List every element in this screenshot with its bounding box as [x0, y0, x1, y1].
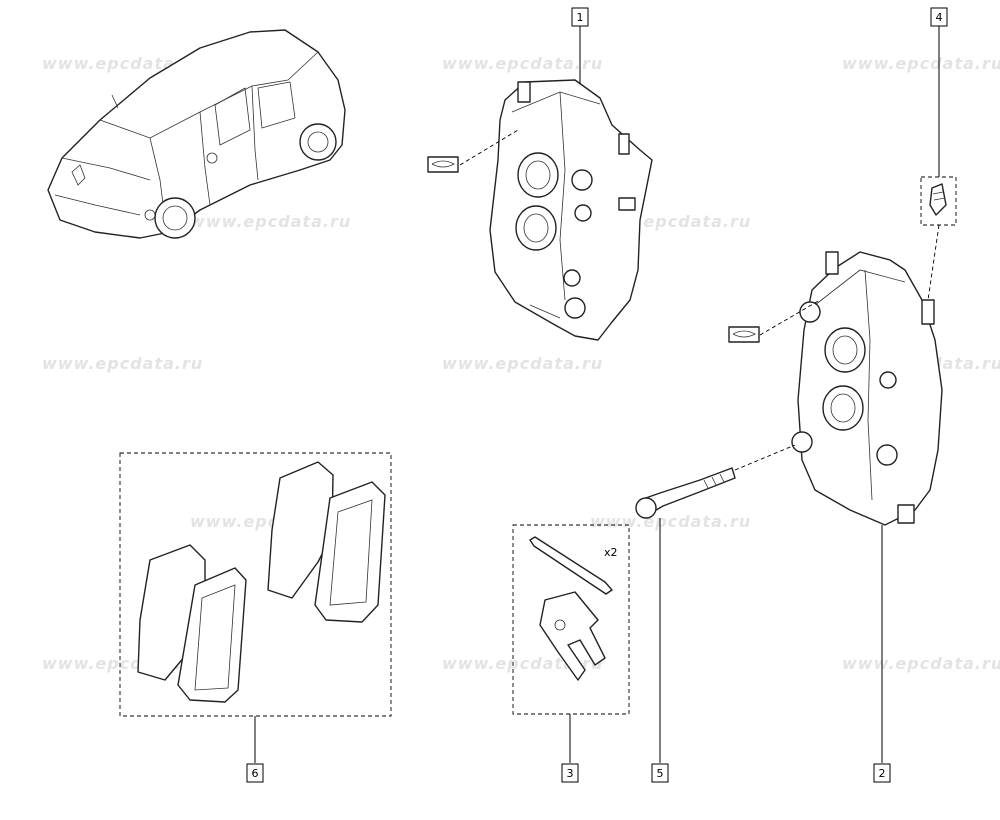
watermark: www.epcdata.ru — [442, 54, 603, 73]
callout-3: 3 — [561, 763, 579, 783]
callout-leaders — [254, 26, 940, 763]
callout-label: 4 — [936, 11, 943, 24]
watermark: www.epcdata.ru — [842, 654, 1000, 673]
quantity-note: x2 — [604, 546, 618, 559]
callout-label: 1 — [577, 11, 584, 24]
callout-4: 4 — [930, 7, 948, 27]
watermark: www.epcdata.ru — [190, 212, 351, 231]
callout-label: 3 — [567, 767, 574, 780]
car-illustration — [47, 29, 346, 239]
watermark: www.epcdata.ru — [442, 354, 603, 373]
watermark: www.epcdata.ru — [42, 54, 203, 73]
callout-label: 5 — [657, 767, 664, 780]
callout-5: 5 — [651, 763, 669, 783]
grease-symbol — [728, 326, 760, 343]
watermark: www.epcdata.ru — [42, 354, 203, 373]
callout-1: 1 — [571, 7, 589, 27]
callout-2: 2 — [873, 763, 891, 783]
callout-label: 6 — [252, 767, 259, 780]
caliper-bolt — [635, 467, 736, 519]
watermark: www.epcdata.ru — [590, 512, 751, 531]
brake-pad-set — [119, 452, 392, 717]
grease-symbol — [427, 156, 459, 173]
callout-label: 2 — [879, 767, 886, 780]
brake-caliper-rear — [791, 251, 943, 526]
watermark: www.epcdata.ru — [842, 54, 1000, 73]
brake-caliper-front — [489, 79, 653, 341]
bleed-screw — [920, 176, 957, 226]
assembly-leaders — [459, 129, 940, 471]
callout-6: 6 — [246, 763, 264, 783]
fitting-kit: x2 — [512, 524, 630, 715]
